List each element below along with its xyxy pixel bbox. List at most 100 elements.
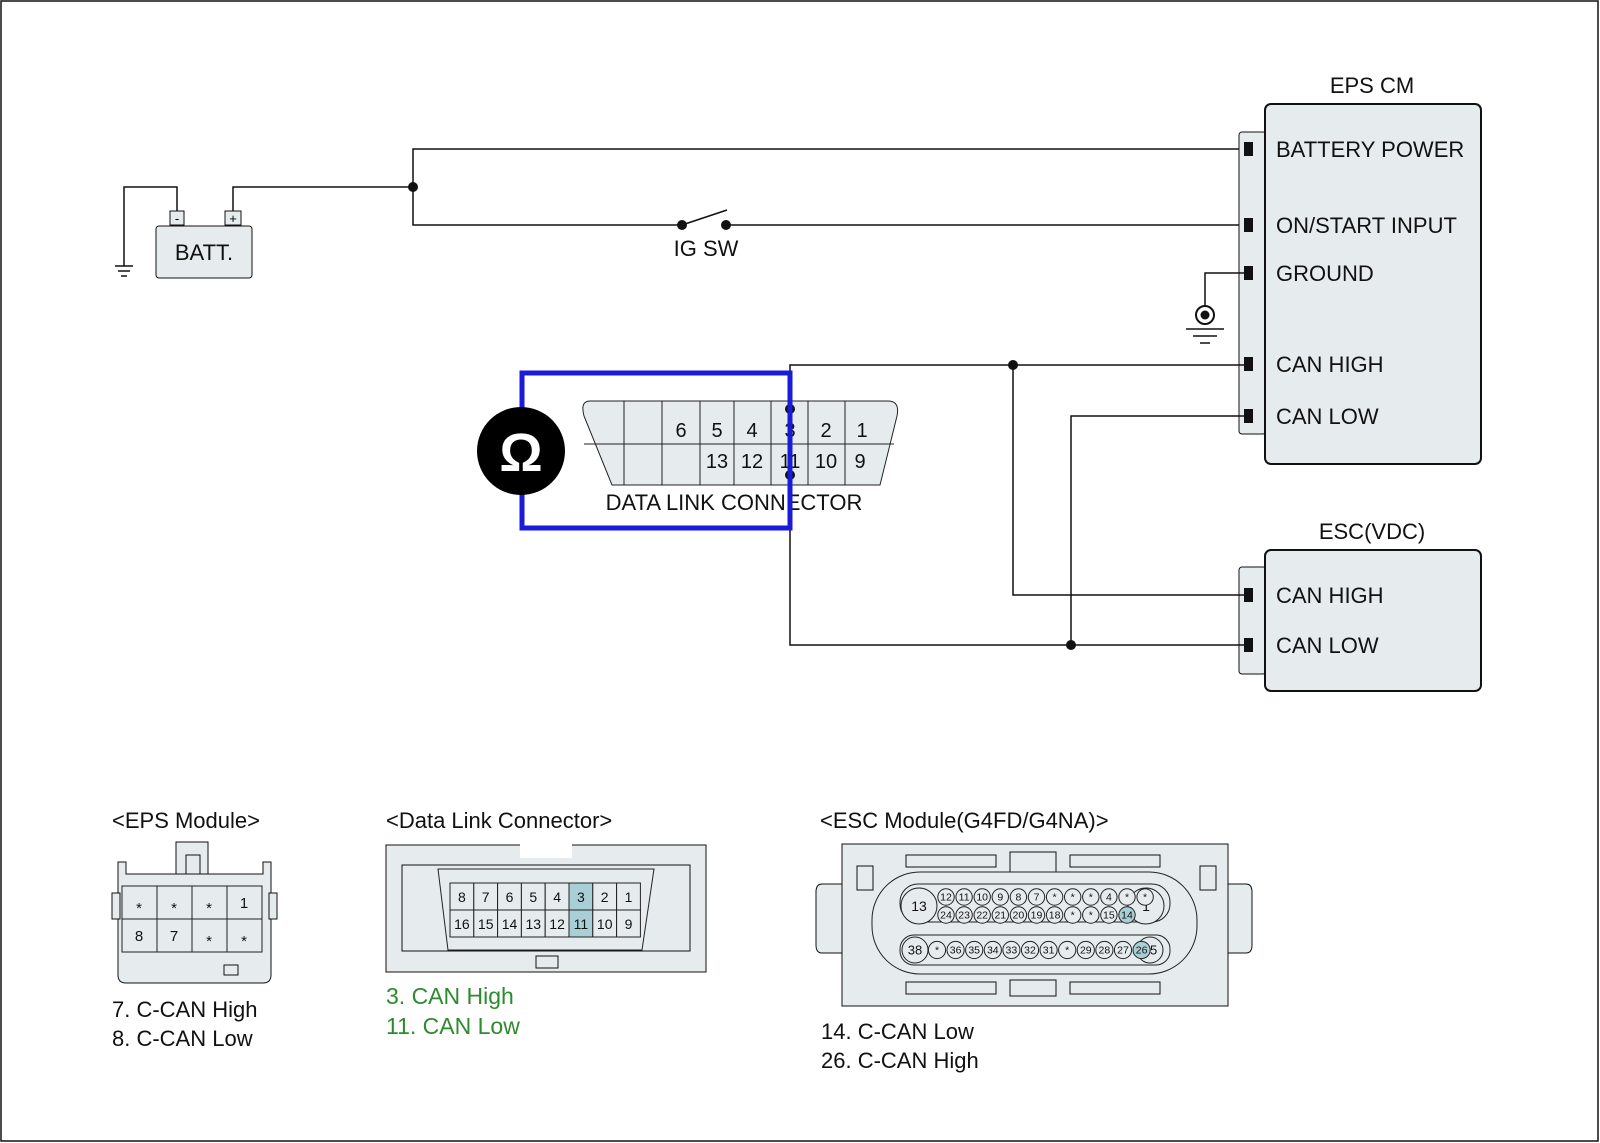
- esc-module-pin: *: [1071, 892, 1075, 904]
- esc-pin-circles: 1313825121110987***4**24232221201918**15…: [900, 887, 1165, 964]
- esc-module-pin: 31: [1043, 945, 1055, 957]
- esc-module-pin: 32: [1024, 945, 1036, 957]
- esc-module-pin-circle: [965, 940, 984, 960]
- eps-pin-battery-power: BATTERY POWER: [1276, 137, 1464, 162]
- dlc-detail-pin: 14: [502, 916, 518, 932]
- esc-module-pin-circle: [991, 906, 1009, 924]
- eps-cm-module: EPS CM BATTERY POWER ON/START INPUT GROU…: [1238, 73, 1482, 465]
- esc-module-pin: 19: [1031, 910, 1043, 922]
- eps-module-title: <EPS Module>: [112, 808, 260, 833]
- battery-positive-wire: [232, 186, 413, 211]
- esc-module-pin-circle: [1095, 940, 1114, 960]
- esc-module-pin-circle: [1009, 888, 1028, 906]
- esc-module-pin: 33: [1006, 945, 1018, 957]
- eps-module-pin: *: [206, 900, 212, 917]
- esc-module-pin: 28: [1099, 945, 1111, 957]
- can-low-wire: [789, 475, 1244, 646]
- esc-module-pin-circle: [1045, 906, 1064, 924]
- battery-power-wire: [412, 148, 1250, 187]
- esc-module-pin: 10: [976, 892, 988, 904]
- esc-module-pin-circle: [1064, 906, 1082, 924]
- esc-module-pin: 35: [968, 945, 980, 957]
- dlc-pin: 13: [706, 451, 728, 473]
- esc-module-pin-circle: [1020, 940, 1040, 960]
- esc-module-note: 26. C-CAN High: [821, 1048, 979, 1073]
- esc-module-pin: 14: [1121, 910, 1133, 922]
- eps-module-note: 7. C-CAN High: [112, 997, 257, 1022]
- ignition-feed-wire: [412, 187, 682, 226]
- data-link-connector: 6 5 4 3 2 1 13 12 11 10 9 DATA LINK CONN…: [582, 400, 899, 515]
- eps-pin-can-low: CAN LOW: [1276, 404, 1379, 429]
- esc-module-pin: 11: [959, 892, 970, 904]
- esc-module-pin-circle: [1113, 940, 1133, 960]
- esc-module-pin: *: [1125, 892, 1129, 904]
- eps-ground-wire: [1204, 272, 1244, 306]
- ohmmeter-icon: Ω: [477, 407, 565, 495]
- esc-pin-can-high: CAN HIGH: [1276, 583, 1384, 608]
- dlc-detail-pin: 8: [458, 889, 466, 905]
- esc-module-pin: 23: [958, 910, 970, 922]
- esc-module-pin: 24: [940, 910, 952, 922]
- battery-label: BATT.: [175, 240, 233, 265]
- ig-switch-label: IG SW: [674, 236, 739, 261]
- dlc-detail-title: <Data Link Connector>: [386, 808, 612, 833]
- junction-dot: [1066, 640, 1076, 650]
- battery-pos-terminal: +: [229, 211, 237, 226]
- eps-module-pin: 1: [240, 895, 248, 912]
- dlc-detail-pin: 16: [454, 916, 470, 932]
- esc-module-pin-circle: [1082, 906, 1100, 924]
- esc-module-pin: *: [935, 945, 939, 957]
- dlc-pin: 10: [815, 451, 837, 473]
- esc-module-pin-circle: [1045, 888, 1064, 906]
- esc-module-pin: 12: [940, 892, 952, 904]
- dlc-detail-pin: 6: [506, 889, 514, 905]
- esc-module-pin: 26: [1136, 945, 1148, 957]
- esc-module-pinout: <ESC Module(G4FD/G4NA)> 1313825121110987…: [815, 808, 1253, 1073]
- eps-module-pin: 8: [135, 928, 143, 945]
- dlc-pin: 2: [820, 420, 831, 442]
- esc-module-pin: 13: [911, 898, 927, 914]
- esc-module-pin: 34: [987, 945, 999, 957]
- dlc-detail-pin: 7: [482, 889, 490, 905]
- esc-module-pin: 29: [1080, 945, 1092, 957]
- esc-module-pin-circle: [946, 940, 965, 960]
- esc-module-pin-circle: [955, 888, 973, 906]
- esc-module-pin: 38: [908, 943, 922, 958]
- esc-module-pin-circle: [983, 940, 1002, 960]
- dlc-pin: 1: [856, 420, 867, 442]
- eps-cm-title: EPS CM: [1330, 73, 1414, 98]
- module-ground-icon: [1186, 305, 1224, 344]
- esc-vdc-module: ESC(VDC) CAN HIGH CAN LOW: [1238, 519, 1482, 692]
- esc-module-pin-circle: [1136, 888, 1154, 906]
- dlc-pin: 9: [854, 451, 865, 473]
- chassis-ground-icon: [115, 265, 133, 277]
- esc-module-pin-circle: [1027, 906, 1046, 924]
- eps-pin-on-start-input: ON/START INPUT: [1276, 213, 1457, 238]
- esc-module-pin-circle: [1064, 888, 1082, 906]
- esc-module-pin-circle: [900, 887, 938, 925]
- dlc-pin: 12: [741, 451, 763, 473]
- esc-module-pin-circle: [937, 888, 955, 906]
- esc-module-pin: *: [1053, 892, 1057, 904]
- esc-module-pin-circle: [937, 906, 955, 924]
- battery-neg-terminal: -: [175, 211, 179, 226]
- esc-pin-can-low: CAN LOW: [1276, 633, 1379, 658]
- eps-module-note: 8. C-CAN Low: [112, 1026, 253, 1051]
- battery: - + BATT.: [155, 210, 253, 279]
- esc-module-pin: 8: [1015, 892, 1021, 904]
- eps-module-pin: *: [136, 900, 142, 917]
- eps-module-pin: *: [206, 933, 212, 950]
- esc-module-pin-circle: [1118, 888, 1136, 906]
- esc-module-pin-circle: [1009, 906, 1028, 924]
- dlc-detail-pin: 11: [574, 916, 589, 932]
- dlc-detail-pin: 13: [526, 916, 542, 932]
- esc-module-pin-circle: [927, 940, 947, 960]
- esc-module-pin-circle: [991, 888, 1009, 906]
- dlc-pin: 5: [711, 420, 722, 442]
- dlc-detail-pin: 4: [553, 889, 561, 905]
- esc-module-pin: 36: [950, 945, 962, 957]
- ohm-symbol: Ω: [499, 423, 542, 483]
